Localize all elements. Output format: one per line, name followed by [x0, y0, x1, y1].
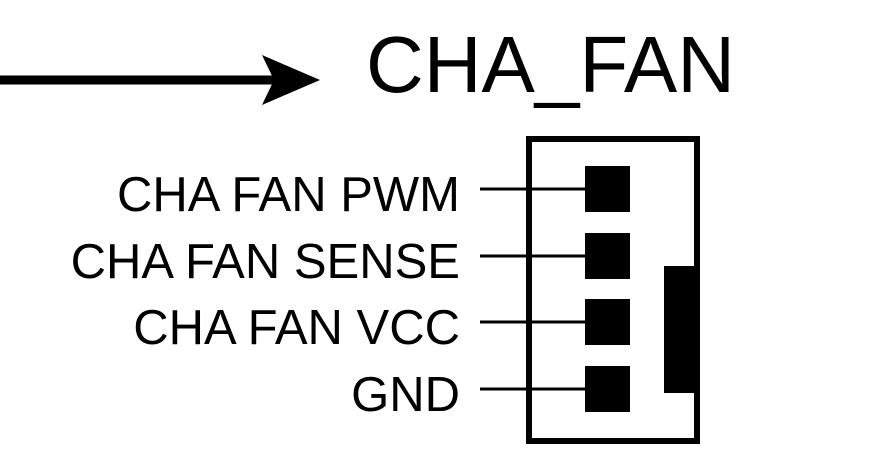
pointer-arrow: [0, 55, 320, 105]
pin-1: [585, 166, 630, 212]
pin-label-gnd: GND: [351, 368, 460, 422]
pin-label-vcc: CHA FAN VCC: [133, 301, 460, 355]
arrow-head: [262, 55, 320, 105]
connector-key: [664, 266, 699, 393]
pin-label-sense: CHA FAN SENSE: [70, 235, 460, 289]
pin-label-pwm: CHA FAN PWM: [116, 168, 460, 222]
pin-2: [585, 233, 630, 279]
pin-4: [585, 366, 630, 412]
header-title: CHA_FAN: [366, 20, 735, 109]
pin-3: [585, 299, 630, 345]
